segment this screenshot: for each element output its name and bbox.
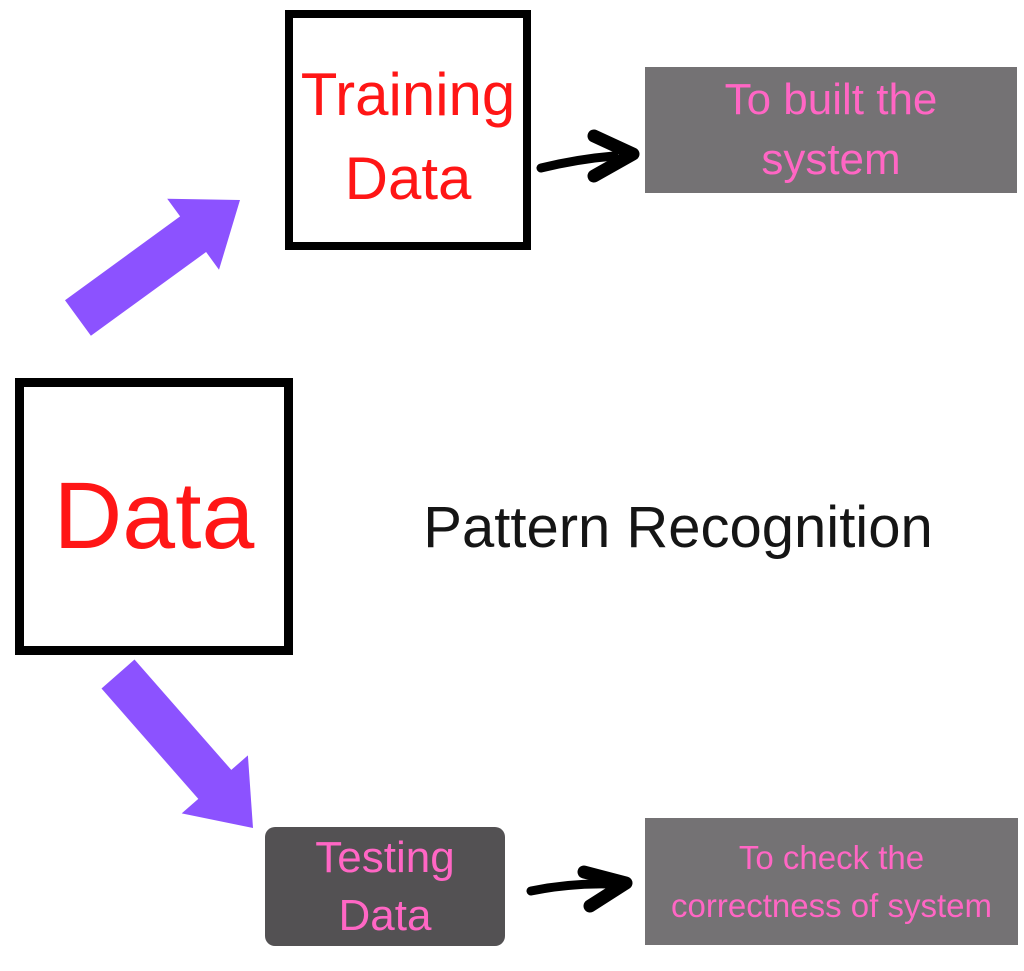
- testing-data-label-line2: Data: [338, 890, 432, 940]
- build-system-note-line1: To built the: [724, 75, 938, 124]
- testing-to-note-arrow-icon: [526, 865, 633, 913]
- testing-data-label-line1: Testing: [315, 832, 455, 882]
- testing-data-box: Testing Data: [265, 827, 505, 946]
- page-title: Pattern Recognition: [423, 495, 933, 560]
- training-to-note-arrow-icon: [536, 129, 640, 183]
- data-to-training-arrow-icon: [65, 198, 240, 336]
- check-correctness-note-line2: correctness of system: [671, 886, 992, 924]
- build-system-note-line2: system: [761, 135, 901, 184]
- training-data-label-line1: Training: [300, 61, 516, 128]
- data-to-testing-arrow-icon: [101, 659, 253, 828]
- data-label: Data: [53, 463, 255, 569]
- check-correctness-note-line1: To check the: [738, 838, 925, 876]
- check-correctness-note: To check the correctness of system: [645, 818, 1018, 945]
- build-system-note: To built the system: [645, 67, 1017, 193]
- training-data-box: Training Data: [285, 10, 531, 250]
- data-box: Data: [15, 378, 293, 655]
- training-data-label-line2: Data: [344, 145, 472, 212]
